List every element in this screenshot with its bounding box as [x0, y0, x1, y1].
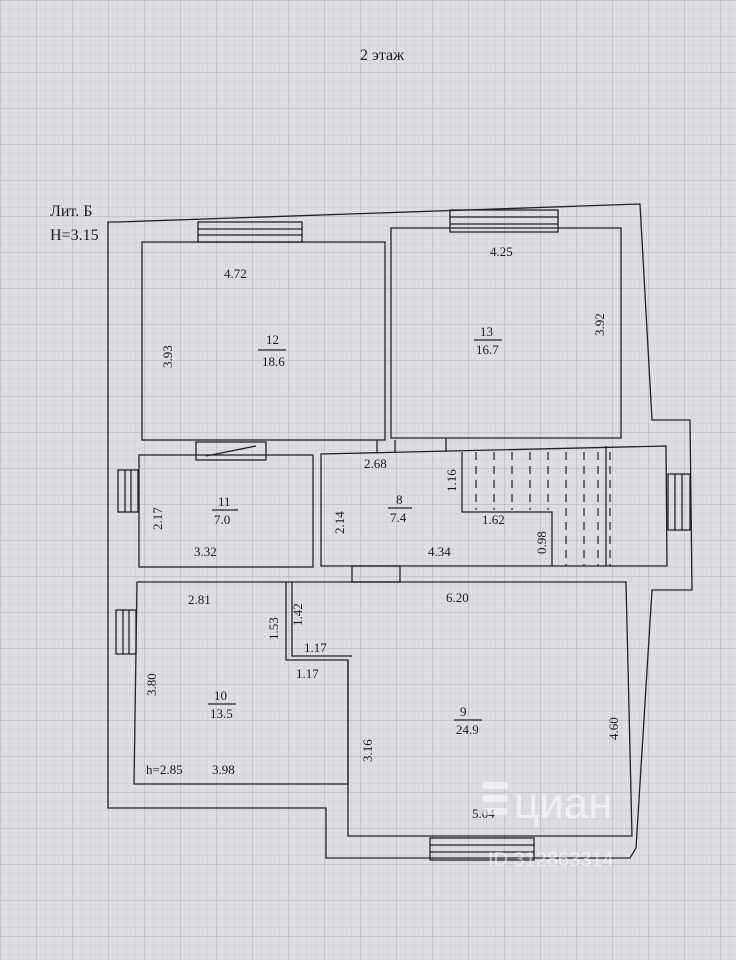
room-13-outline: [390, 227, 622, 439]
room-12-outline: [141, 241, 386, 441]
room-10-area: 13.5: [210, 706, 233, 721]
room-10-dim-left: 3.80: [144, 673, 159, 696]
window-bottom: [429, 837, 535, 861]
door-hall-room-9: [351, 565, 401, 583]
room-12-dim-left: 3.93: [160, 345, 175, 368]
room-10-height-note: h=2.85: [146, 762, 183, 777]
room-11-outline: [138, 454, 314, 568]
room-11-dim-left: 2.17: [150, 507, 165, 530]
room-8-dim-left: 2.14: [332, 511, 347, 534]
window-top-right: [449, 209, 559, 233]
room-10-number: 10: [214, 688, 227, 703]
watermark-brand: циан: [514, 779, 613, 828]
room-8-dim-landing: 1.62: [482, 512, 505, 527]
room-12-number: 12: [266, 332, 279, 347]
room-10-dim-notch-c: 1.17: [304, 640, 327, 655]
room-9-dim-right: 4.60: [606, 717, 621, 740]
room-10-dim-bottom: 3.98: [212, 762, 235, 777]
window-top-left: [197, 221, 303, 243]
room-10-dim-notch-b: 1.42: [290, 603, 305, 626]
watermark-logo-icon: [482, 782, 508, 815]
room-9-outline: [292, 581, 633, 837]
room-11-number: 11: [218, 494, 231, 509]
room-10-dim-notch-a: 1.53: [266, 617, 281, 640]
floor-title: 2 этаж: [360, 47, 405, 64]
building-letter: Лит. Б: [50, 203, 92, 220]
watermark: циан ID 312863314: [482, 779, 614, 871]
room-13-dim-right: 3.92: [592, 313, 607, 336]
staircase-treads: [475, 452, 611, 566]
room-10-dim-top: 2.81: [188, 592, 211, 607]
room-8-dim-bottom: 4.34: [428, 544, 451, 559]
room-9-dim-left: 3.16: [360, 739, 375, 762]
window-left-lower: [115, 609, 137, 655]
room-8-outline: [320, 445, 668, 567]
partition-stubs: [376, 438, 447, 452]
room-13-number: 13: [480, 324, 493, 339]
window-right: [667, 473, 691, 531]
window-between-12-11: [195, 441, 267, 461]
room-11-area: 7.0: [214, 512, 230, 527]
room-13-area: 16.7: [476, 342, 499, 357]
room-8-dim-stair-gap: 0.98: [534, 531, 549, 554]
room-8-dim-stair-height: 1.16: [444, 469, 459, 492]
room-8-number: 8: [396, 492, 403, 507]
room-12-area: 18.6: [262, 354, 285, 369]
room-8-dim-top: 2.68: [364, 456, 387, 471]
room-9-number: 9: [460, 704, 467, 719]
stair-landing: [461, 446, 607, 566]
room-9-dim-top: 6.20: [446, 590, 469, 605]
outer-wall-outline: [107, 203, 693, 859]
room-10-outline: [133, 581, 349, 785]
room-10-dim-notch-d: 1.17: [296, 666, 319, 681]
building-height: H=3.15: [50, 227, 99, 244]
watermark-id: ID 312863314: [488, 849, 614, 871]
room-8-area: 7.4: [390, 510, 407, 525]
room-12-dim-top: 4.72: [224, 266, 247, 281]
room-10-inner-notch: [286, 581, 352, 657]
room-13-dim-top: 4.25: [490, 244, 513, 259]
room-11-dim-bottom: 3.32: [194, 544, 217, 559]
room-9-area: 24.9: [456, 722, 479, 737]
window-left-middle: [117, 469, 139, 513]
